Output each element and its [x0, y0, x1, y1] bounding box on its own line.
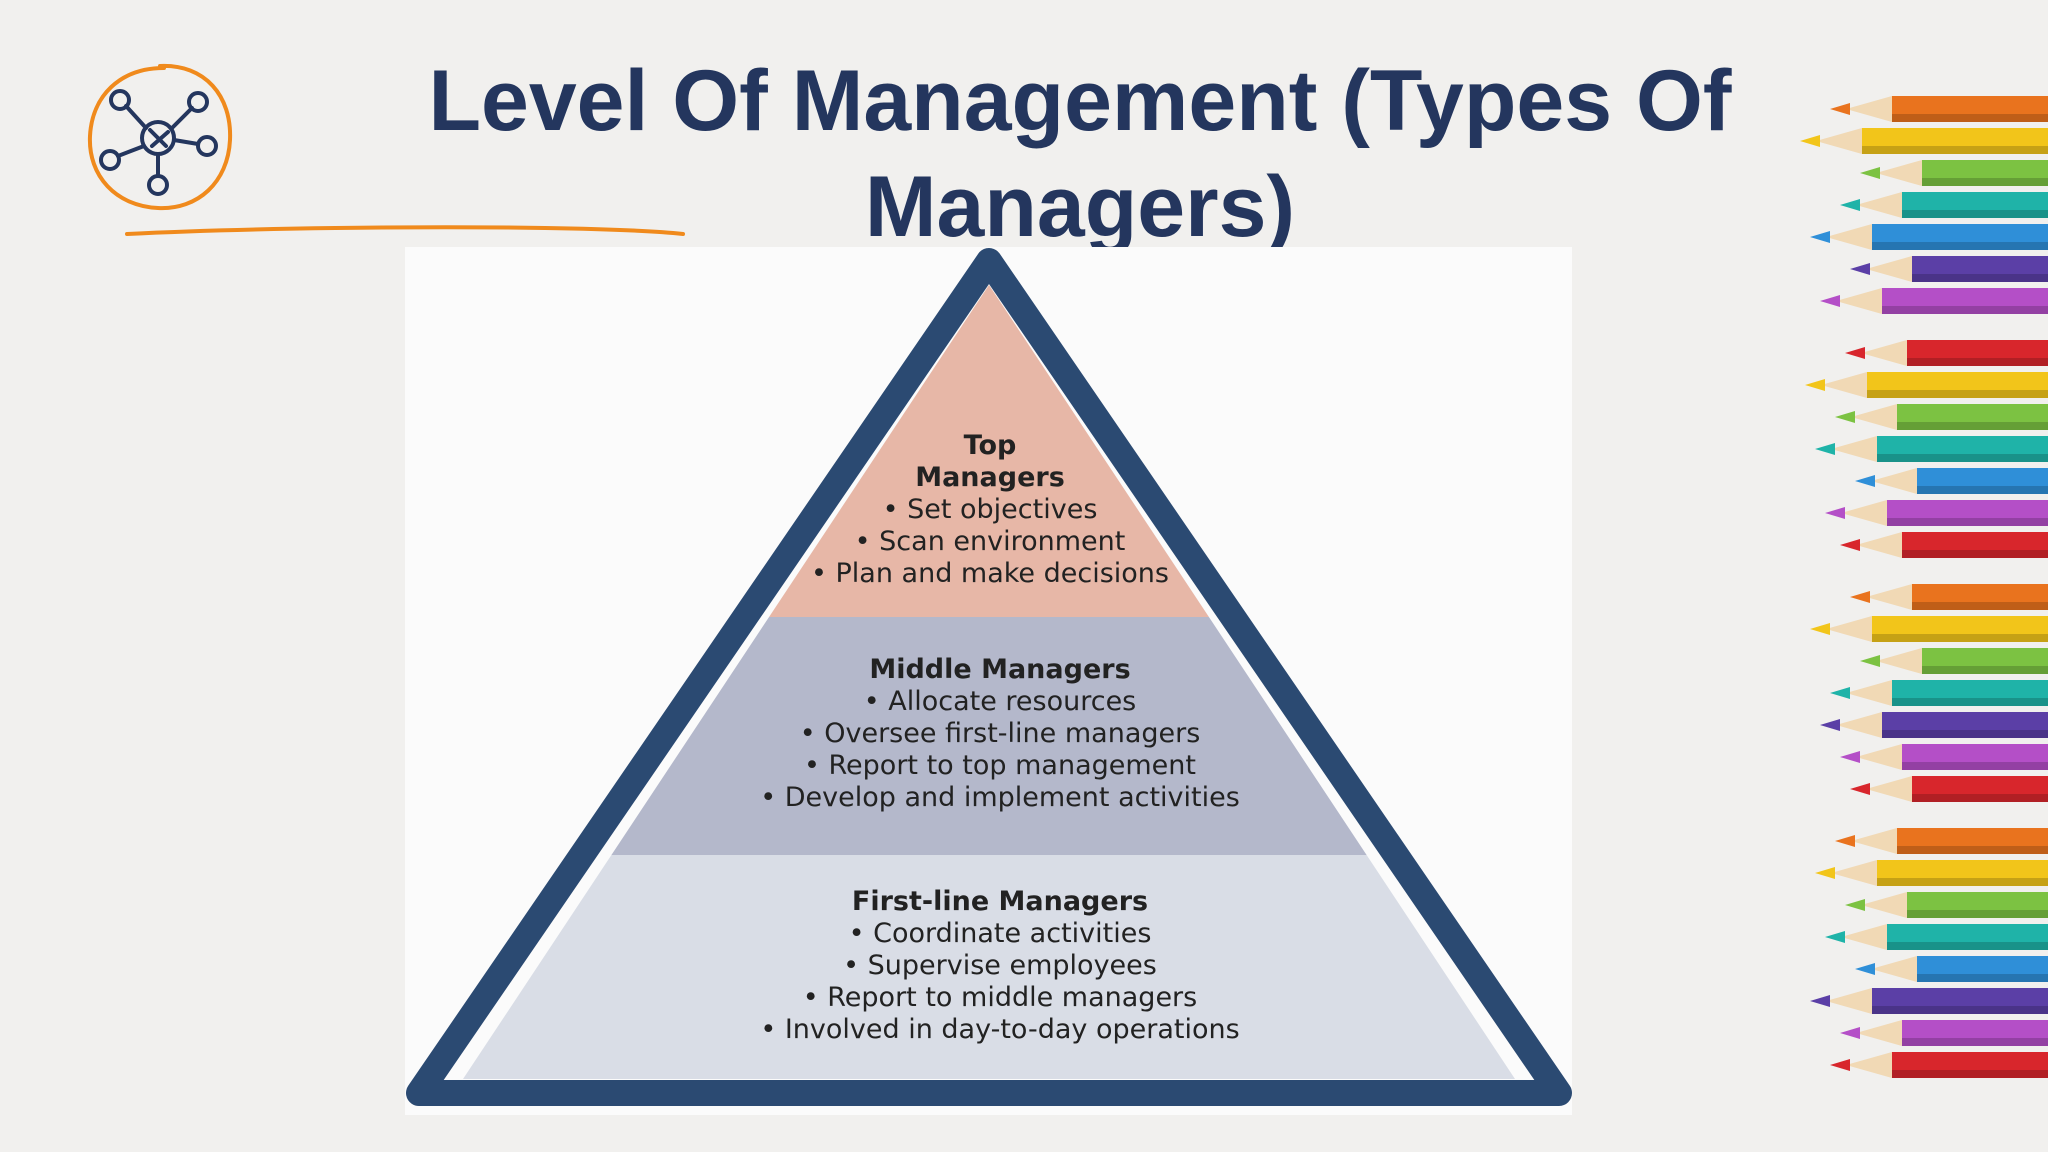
pencil-icon: [1850, 776, 2048, 802]
pencil-icon: [1845, 892, 2048, 918]
pencil-icon: [1820, 712, 2048, 738]
pencil-icon: [1820, 288, 2048, 314]
pencil-icon: [1850, 584, 2048, 610]
tier-item: • Develop and implement activities: [690, 782, 1310, 814]
pencil-icon: [1840, 1020, 2048, 1046]
pencil-icon: [1805, 372, 2048, 398]
tier-item: • Supervise employees: [690, 950, 1310, 982]
tier-item: • Oversee first-line managers: [690, 718, 1310, 750]
tier-top-managers: Top Managers • Set objectives • Scan env…: [740, 430, 1240, 590]
colored-pencils-illustration: [1790, 80, 2048, 1100]
tier-item: • Report to middle managers: [690, 982, 1310, 1014]
tier-heading: First-line Managers: [690, 886, 1310, 918]
pencil-icon: [1810, 616, 2048, 642]
tier-item: • Set objectives: [740, 494, 1240, 526]
pencil-icon: [1850, 256, 2048, 282]
tier-heading: Managers: [740, 462, 1240, 494]
network-hub-icon: [80, 58, 240, 218]
tier-heading: Top: [740, 430, 1240, 462]
pencil-icon: [1835, 404, 2048, 430]
tier-item: • Involved in day-to-day operations: [690, 1014, 1310, 1046]
pencil-icon: [1800, 128, 2048, 154]
pencil-icon: [1840, 192, 2048, 218]
pencil-icon: [1860, 160, 2048, 186]
pencil-icon: [1825, 924, 2048, 950]
tier-first-line-managers: First-line Managers • Coordinate activit…: [690, 886, 1310, 1046]
title-line-2: Managers): [350, 154, 1810, 260]
tier-item: • Plan and make decisions: [740, 558, 1240, 590]
pencil-icon: [1840, 532, 2048, 558]
pencil-icon: [1815, 436, 2048, 462]
pencil-icon: [1840, 744, 2048, 770]
tier-middle-managers: Middle Managers • Allocate resources • O…: [690, 654, 1310, 814]
pencil-icon: [1830, 1052, 2048, 1078]
pencil-icon: [1825, 500, 2048, 526]
pencil-icon: [1810, 988, 2048, 1014]
pencil-icon: [1810, 224, 2048, 250]
tier-item: • Allocate resources: [690, 686, 1310, 718]
pencil-icon: [1855, 956, 2048, 982]
page-title: Level Of Management (Types Of Managers): [350, 48, 1810, 260]
tier-heading: Middle Managers: [690, 654, 1310, 686]
pencil-icon: [1835, 828, 2048, 854]
tier-item: • Report to top management: [690, 750, 1310, 782]
title-line-1: Level Of Management (Types Of: [350, 48, 1810, 154]
pencil-icon: [1855, 468, 2048, 494]
pencil-icon: [1815, 860, 2048, 886]
tier-item: • Coordinate activities: [690, 918, 1310, 950]
pencil-icon: [1845, 340, 2048, 366]
pencil-icon: [1830, 680, 2048, 706]
pencil-icon: [1830, 96, 2048, 122]
pencil-icon: [1860, 648, 2048, 674]
tier-item: • Scan environment: [740, 526, 1240, 558]
